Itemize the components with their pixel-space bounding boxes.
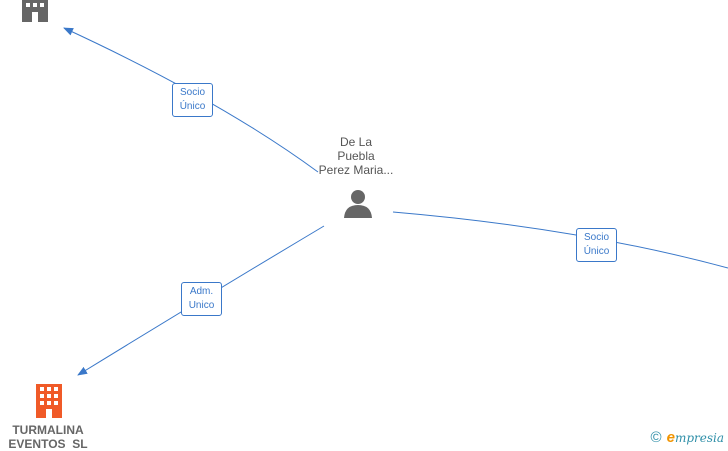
edge-to-right xyxy=(392,211,728,269)
company-name-line: EVENTOS SL xyxy=(8,437,88,451)
edge-label-to-top-left[interactable]: Socio Único xyxy=(172,83,213,117)
edge-label-line: Unico xyxy=(188,300,215,311)
company-turmalina-building-icon[interactable] xyxy=(34,384,64,423)
edge-label-to-turmalina[interactable]: Adm. Unico xyxy=(181,282,222,316)
person-name[interactable]: De La Puebla Perez Maria... xyxy=(306,135,406,177)
brand-logo: empresia xyxy=(667,429,724,446)
brand-rest: mpresia xyxy=(674,431,724,445)
person-name-line: De La xyxy=(339,135,373,149)
company-name-line: TURMALINA xyxy=(12,423,84,437)
person-icon[interactable] xyxy=(343,188,373,223)
edge-label-line: Único xyxy=(179,101,206,112)
company-turmalina-name[interactable]: TURMALINA EVENTOS SL xyxy=(0,423,96,451)
copyright-icon: © xyxy=(650,429,662,446)
edge-label-line: Socio xyxy=(179,87,205,98)
company-top-left-building-icon[interactable] xyxy=(20,0,50,29)
edge-label-line: Adm. xyxy=(189,286,214,297)
person-name-line: Puebla xyxy=(337,149,375,163)
empresia-watermark: © empresia xyxy=(651,429,724,446)
edge-label-line: Socio xyxy=(583,232,609,243)
edge-label-line: Único xyxy=(583,246,610,257)
edge-label-to-right[interactable]: Socio Único xyxy=(576,228,617,262)
person-name-line: Perez Maria... xyxy=(318,163,394,177)
brand-initial: e xyxy=(666,429,675,446)
